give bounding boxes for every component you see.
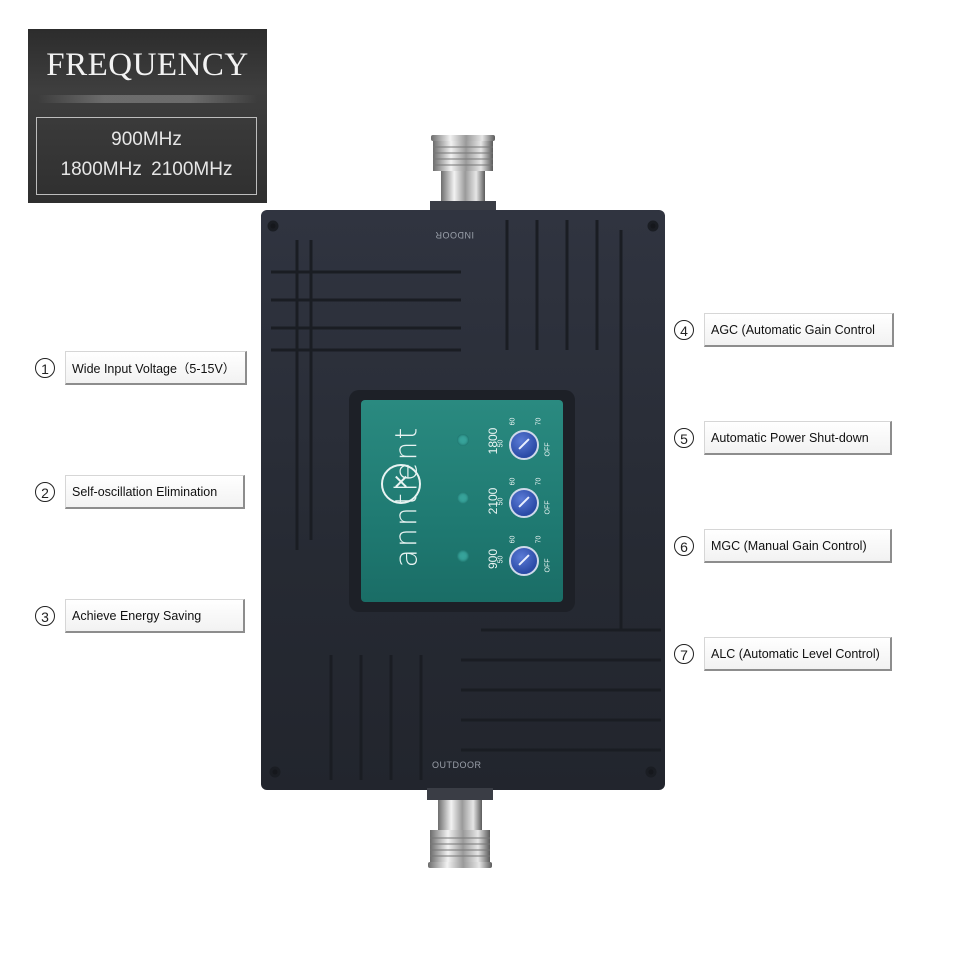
scale-high-1800: 70 (535, 417, 543, 426)
feature-number: 7 (674, 644, 694, 664)
signal-booster-body: INDOOR OUTDOOR ✕ anntlent 1800 2100 900 … (261, 210, 665, 790)
outdoor-label: OUTDOOR (432, 760, 482, 770)
frequency-line-1: 900MHz (111, 129, 182, 150)
brand-name: anntlent (389, 425, 425, 568)
frequency-box: FREQUENCY 900MHz 1800MHz 2100MHz (28, 29, 267, 203)
indoor-label: INDOOR (435, 230, 474, 240)
feature-number: 5 (674, 428, 694, 448)
brand-logo-icon: ✕ (381, 464, 421, 504)
feature-3: 3 Achieve Energy Saving (35, 599, 245, 633)
frequency-line-2: 1800MHz 2100MHz (60, 159, 233, 180)
frequency-divider (38, 95, 257, 103)
feature-1: 1 Wide Input Voltage（5-15V） (35, 351, 247, 385)
gain-knob-1800[interactable] (509, 430, 539, 460)
scale-low-900: 50 (497, 555, 505, 564)
scale-low-1800: 50 (497, 439, 505, 448)
feature-number: 4 (674, 320, 694, 340)
frequency-title: FREQUENCY (46, 47, 249, 83)
feature-7: 7 ALC (Automatic Level Control) (674, 637, 892, 671)
feature-6: 6 MGC (Manual Gain Control) (674, 529, 892, 563)
gain-knob-2100[interactable] (509, 488, 539, 518)
feature-5: 5 Automatic Power Shut-down (674, 421, 892, 455)
feature-label: ALC (Automatic Level Control) (704, 637, 892, 671)
outdoor-connector (425, 788, 495, 870)
led-1800 (457, 434, 469, 446)
gain-knob-900[interactable] (509, 546, 539, 576)
scale-mid-900: 60 (509, 535, 517, 544)
feature-label: MGC (Manual Gain Control) (704, 529, 892, 563)
control-panel: ✕ anntlent 1800 2100 900 50 60 70 OFF 50… (349, 390, 575, 612)
feature-label: Automatic Power Shut-down (704, 421, 892, 455)
feature-4: 4 AGC (Automatic Gain Control (674, 313, 894, 347)
feature-number: 3 (35, 606, 55, 626)
scale-off-1800: OFF (544, 442, 552, 457)
scale-mid-1800: 60 (509, 417, 517, 426)
scale-high-900: 70 (535, 535, 543, 544)
frequency-values: 900MHz 1800MHz 2100MHz (36, 117, 257, 195)
feature-2: 2 Self-oscillation Elimination (35, 475, 245, 509)
feature-label: Wide Input Voltage（5-15V） (65, 351, 247, 385)
feature-number: 6 (674, 536, 694, 556)
feature-label: AGC (Automatic Gain Control (704, 313, 894, 347)
feature-number: 1 (35, 358, 55, 378)
led-900 (457, 550, 469, 562)
led-2100 (457, 492, 469, 504)
scale-low-2100: 50 (497, 497, 505, 506)
feature-label: Achieve Energy Saving (65, 599, 245, 633)
scale-off-2100: OFF (544, 500, 552, 515)
indoor-connector (428, 135, 498, 213)
feature-number: 2 (35, 482, 55, 502)
scale-off-900: OFF (544, 558, 552, 573)
scale-mid-2100: 60 (509, 477, 517, 486)
scale-high-2100: 70 (535, 477, 543, 486)
control-panel-face: ✕ anntlent 1800 2100 900 50 60 70 OFF 50… (361, 400, 563, 602)
feature-label: Self-oscillation Elimination (65, 475, 245, 509)
